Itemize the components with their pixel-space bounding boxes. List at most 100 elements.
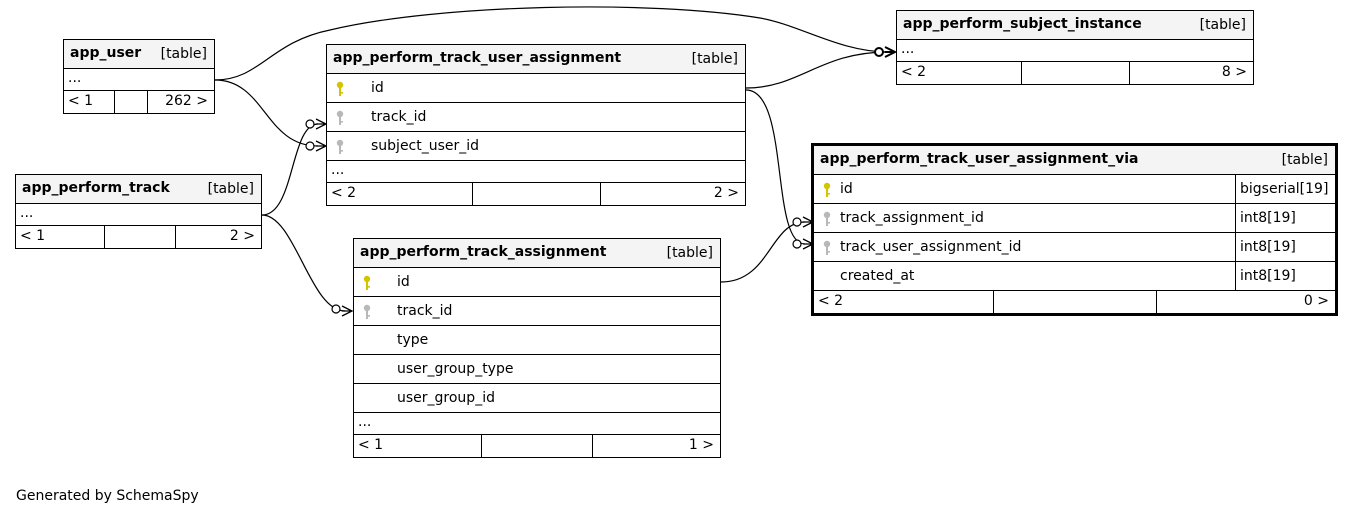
table-app-perform-track-user-assignment[interactable]: app_perform_track_user_assignment [table… [326,44,746,206]
column-name: user_group_type [397,361,514,377]
footer-divider [472,183,473,205]
table-app-perform-track-user-assignment-via[interactable]: app_perform_track_user_assignment_via [t… [811,143,1338,316]
table-type-label: [table] [160,46,207,62]
more-columns: ... [64,69,214,91]
column-row[interactable]: user_group_id [354,384,720,413]
parent-count: < 1 [68,93,94,109]
table-footer: < 2 2 > [327,183,745,205]
column-row[interactable]: track_id [354,297,720,326]
table-name: app_perform_track_assignment [360,244,607,260]
foreign-key-icon [336,139,344,154]
table-footer: < 1 1 > [354,435,720,457]
table-header: app_user [table] [64,40,214,69]
table-app-perform-track-assignment[interactable]: app_perform_track_assignment [table] id … [353,238,721,458]
footer-divider [993,291,994,313]
table-footer: < 2 8 > [897,62,1253,84]
table-type-label: [table] [666,245,713,261]
parent-count: < 2 [818,293,844,309]
more-columns: ... [354,413,720,435]
table-app-perform-subject-instance[interactable]: app_perform_subject_instance [table] ...… [896,10,1254,85]
footer-divider [104,226,105,248]
column-name: id [397,274,410,290]
crowfoot-circle [792,217,802,227]
foreign-key-icon [336,110,344,125]
footer-divider [1021,62,1022,84]
table-name: app_perform_subject_instance [903,16,1142,32]
crowfoot-circle [874,47,884,57]
column-name: track_user_assignment_id [840,239,1022,255]
edge-tua-to-subject-instance [745,51,889,89]
table-app-perform-track[interactable]: app_perform_track [table] ... < 1 2 > [15,174,262,249]
table-name: app_perform_track [22,180,170,196]
parent-count: < 2 [331,185,357,201]
child-count: 262 > [165,93,208,109]
crowfoot [315,118,328,130]
table-header: app_perform_subject_instance [table] [897,11,1253,40]
column-name: track_id [397,303,453,319]
column-row[interactable]: created_at int8[19] [814,262,1335,291]
footer-divider [600,183,601,205]
footer-divider [175,226,176,248]
column-name: type [397,332,429,348]
footer-divider [592,435,593,457]
column-row[interactable]: track_assignment_id int8[19] [814,204,1335,233]
edge-user-to-subject-instance [214,6,889,81]
child-count: 2 > [229,228,255,244]
column-row[interactable]: subject_user_id [327,132,745,161]
crowfoot [341,305,354,317]
primary-key-icon [336,81,344,96]
crowfoot-circle [305,119,315,129]
table-footer: < 2 0 > [814,291,1335,313]
child-count: 0 > [1303,293,1329,309]
parent-count: < 2 [901,64,927,80]
foreign-key-icon [823,240,831,255]
column-name: user_group_id [397,390,495,406]
more-columns: ... [16,204,261,226]
crowfoot-circle [792,239,802,249]
column-row[interactable]: track_id [327,103,745,132]
parent-count: < 1 [20,228,46,244]
column-row[interactable]: id [327,74,745,103]
table-header: app_perform_track_user_assignment [table… [327,45,745,74]
table-app-user[interactable]: app_user [table] ... < 1 262 > [63,39,215,114]
generated-by-caption: Generated by SchemaSpy [16,488,199,504]
column-row[interactable]: user_group_type [354,355,720,384]
column-name: id [840,181,853,197]
table-name: app_perform_track_user_assignment [333,50,622,66]
table-name: app_perform_track_user_assignment_via [820,151,1139,167]
more-columns: ... [327,161,745,183]
edge-user-to-tua-subject [214,79,319,147]
primary-key-icon [363,275,371,290]
column-type: int8[19] [1235,204,1335,232]
more-columns: ... [897,40,1253,62]
column-name: id [371,80,384,96]
foreign-key-icon [823,211,831,226]
child-count: 8 > [1221,64,1247,80]
crowfoot [884,46,898,58]
column-name: track_id [371,109,427,125]
column-row[interactable]: id bigserial[19] [814,175,1335,204]
column-row[interactable]: track_user_assignment_id int8[19] [814,233,1335,262]
footer-divider [481,435,482,457]
column-row[interactable]: type [354,326,720,355]
footer-divider [147,91,148,113]
footer-divider [1129,62,1130,84]
table-header: app_perform_track [table] [16,175,261,204]
table-footer: < 1 262 > [64,91,214,113]
more-columns-label: ... [68,70,82,86]
column-name: subject_user_id [371,138,480,154]
table-header: app_perform_track_user_assignment_via [t… [814,146,1335,175]
column-row[interactable]: id [354,268,720,297]
footer-divider [1156,291,1157,313]
table-type-label: [table] [1199,17,1246,33]
table-type-label: [table] [1281,152,1328,168]
table-name: app_user [70,45,142,61]
parent-count: < 1 [358,437,384,453]
more-columns-label: ... [331,162,345,178]
table-type-label: [table] [691,51,738,67]
edge-track-to-ta-track [261,214,346,312]
edge-ta-to-via [720,221,806,283]
edge-tua-to-via [745,89,806,245]
table-footer: < 1 2 > [16,226,261,248]
